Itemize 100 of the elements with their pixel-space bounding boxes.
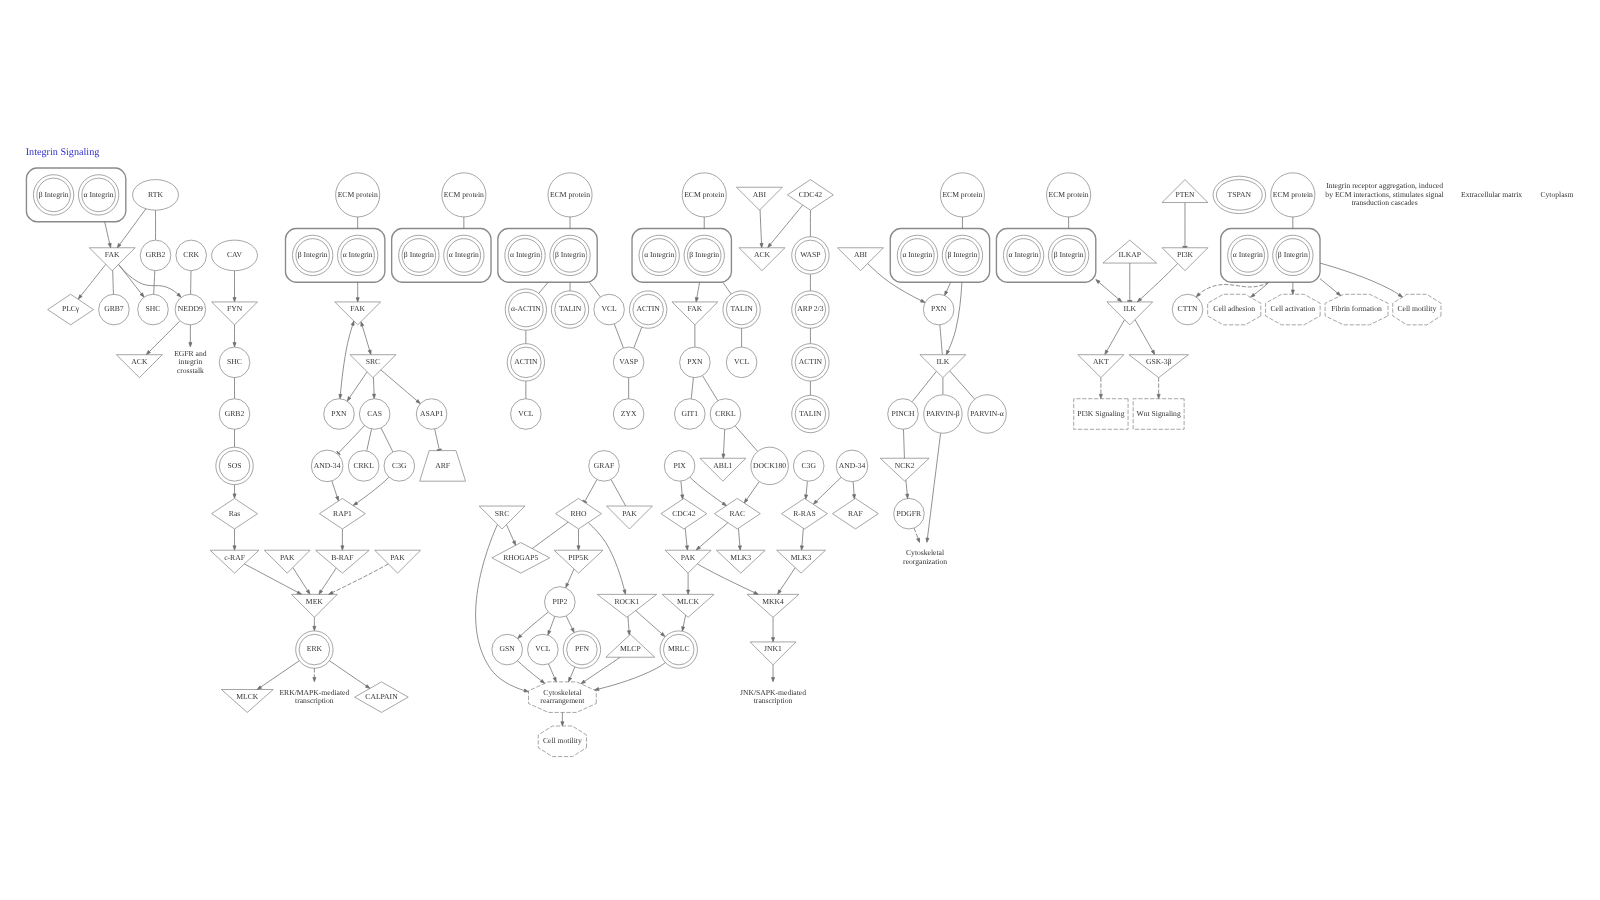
connector [589,281,601,298]
arrow [560,712,565,727]
arrow [568,666,576,683]
connector [569,216,571,229]
connector [628,377,629,399]
arrow [905,479,910,499]
arrow [292,567,311,595]
connector [690,377,694,399]
arrow [743,481,760,504]
arrow [565,615,575,633]
connector [1127,262,1133,303]
connector [810,209,811,237]
arrow [232,324,237,348]
arrow [635,610,666,637]
connector [112,269,114,295]
arrow [355,281,360,303]
cluster [284,227,386,283]
arrow [1195,281,1270,298]
connector [1292,216,1294,229]
arrow [517,660,545,684]
arrow [116,208,147,249]
arrow [1319,262,1403,298]
arrow [77,264,107,300]
connector [633,326,643,349]
arrow [232,270,237,303]
arrow [681,614,686,632]
connector [380,427,394,453]
arrow [686,572,690,595]
arrow [777,567,796,595]
arrow [867,263,926,303]
arrow [338,320,355,400]
cluster [25,167,127,223]
connector [463,216,465,229]
arrow [721,429,726,459]
arrow [913,527,920,543]
arrow [1095,279,1123,303]
connector [810,273,811,292]
arrow [738,528,742,551]
arrow [800,528,804,551]
connector [234,377,235,399]
arrow [576,528,581,551]
arrow [232,528,237,551]
arrow [1099,377,1103,399]
arrow [767,204,803,248]
connector [569,281,571,292]
cluster [889,227,991,283]
arrow [328,563,389,595]
arrow [244,563,302,595]
arrow [1137,263,1179,303]
arrow [331,480,339,502]
connector [703,216,705,229]
arrow [697,563,759,595]
connector [582,479,598,504]
arrow [852,481,856,500]
arrow [1250,281,1270,298]
connector [1182,202,1188,248]
connector [694,324,696,348]
arrow [318,567,337,595]
connector [949,370,975,400]
arrow [813,477,842,505]
arrow [312,617,317,631]
arrow [232,484,237,499]
arrow [580,657,621,685]
arrow [1156,377,1161,399]
arrow [588,522,627,595]
arrow [353,476,390,506]
connector [610,479,627,507]
connector [366,428,372,451]
arrow [944,281,952,296]
arrow [475,524,529,693]
arrow [118,264,145,298]
arrow [759,209,764,249]
arrow [506,524,516,546]
arrow [594,662,666,691]
connector [734,425,758,452]
arrow [372,377,376,399]
arrow [689,476,727,506]
arrow [188,324,193,348]
connector [810,380,811,396]
arrow [565,568,575,588]
connector [942,377,944,395]
arrow [945,281,963,356]
connector [538,281,549,294]
arrow [548,663,557,683]
connector [722,281,732,295]
arrow [312,667,317,683]
connector [810,327,811,344]
connector [525,380,527,399]
connector [1068,216,1069,229]
arrow [517,611,549,639]
connector [962,216,963,229]
arrow [695,522,729,551]
arrow [329,660,371,689]
arrow [627,616,631,636]
arrow [680,480,685,500]
connector [531,521,569,549]
arrow [360,321,372,355]
arrow [695,281,700,303]
cluster [631,227,733,283]
connector [357,216,359,229]
